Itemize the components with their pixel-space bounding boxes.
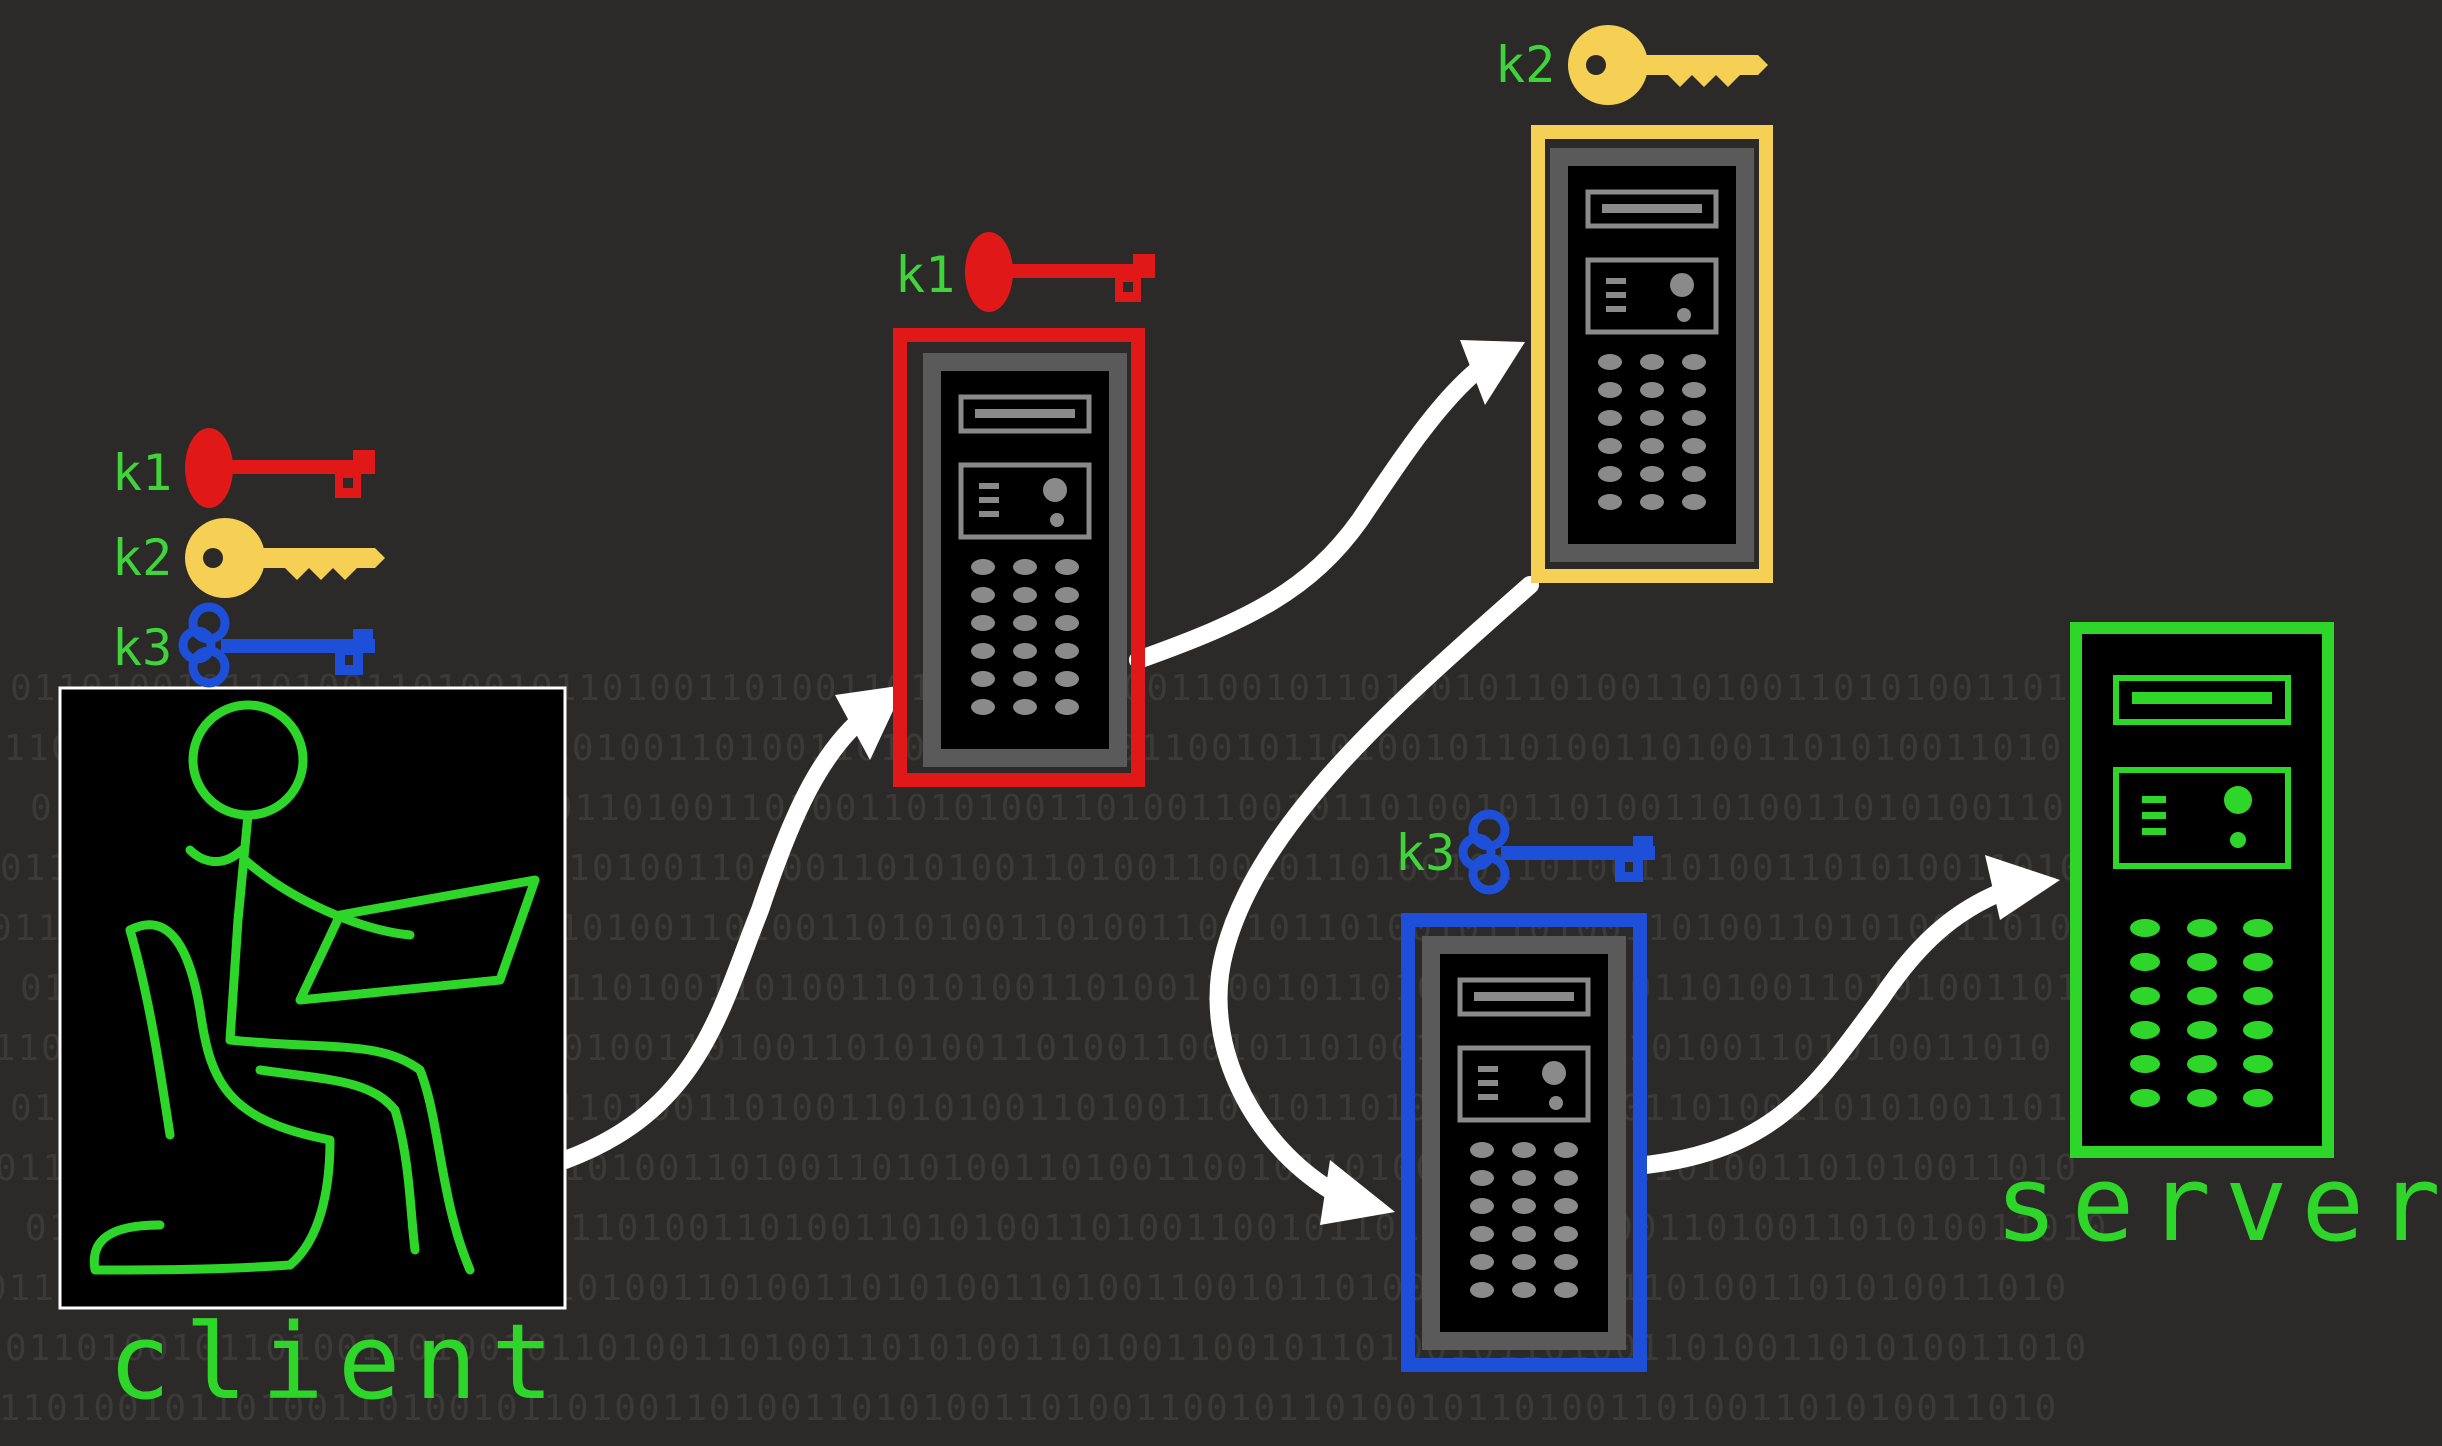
- person-with-laptop-icon: [89, 700, 540, 1275]
- server-label: server: [1995, 1143, 2442, 1265]
- relay-node-2: k2: [1495, 25, 1773, 583]
- arrowhead-icon: [1985, 855, 2060, 920]
- server-tower-icon: [1550, 148, 1754, 562]
- key-label-k2: k2: [1495, 36, 1555, 94]
- arrow-heads: [835, 340, 2060, 1225]
- yellow-key-icon: [1568, 25, 1768, 105]
- yellow-key-icon: [185, 518, 385, 598]
- relay-frame-yellow: [1531, 125, 1773, 583]
- key-label-k1: k1: [112, 444, 172, 502]
- client-keys: k1 k2 k3: [112, 428, 385, 683]
- arrow-relay1-to-relay2: [1129, 359, 1489, 669]
- key-label-k1: k1: [895, 246, 955, 304]
- client-node: client: [58, 686, 568, 1423]
- arrow-relay2-to-relay3: [1209, 576, 1539, 1199]
- relay-node-3: k3: [1395, 814, 1655, 1372]
- binary-row: 0110100101101001101001011010011010011010…: [5, 1328, 2088, 1369]
- server-tower-icon: [1422, 936, 1626, 1350]
- arrow-relay3-to-server: [1636, 876, 2029, 1174]
- relay-frame-blue: [1401, 913, 1647, 1372]
- client-label: client: [108, 1301, 568, 1423]
- relay-frame-red: [893, 328, 1145, 787]
- binary-row: 0110100101101001101001011010011010011010…: [0, 1388, 2058, 1429]
- connection-arrows: [556, 359, 2029, 1199]
- server-node: server: [1995, 622, 2442, 1265]
- server-tower-icon: [923, 353, 1127, 767]
- red-key-icon: [965, 232, 1155, 312]
- red-key-icon: [185, 428, 375, 508]
- arrowhead-icon: [835, 685, 905, 760]
- arrow-client-to-relay1: [556, 703, 879, 1169]
- relay-node-1: k1: [893, 232, 1155, 787]
- arrowhead-icon: [1460, 340, 1525, 405]
- key-label-k3: k3: [112, 619, 172, 677]
- server-tower-icon: [2113, 675, 2291, 1107]
- arrowhead-icon: [1320, 1160, 1395, 1225]
- key-label-k2: k2: [112, 529, 172, 587]
- key-label-k3: k3: [1395, 824, 1455, 882]
